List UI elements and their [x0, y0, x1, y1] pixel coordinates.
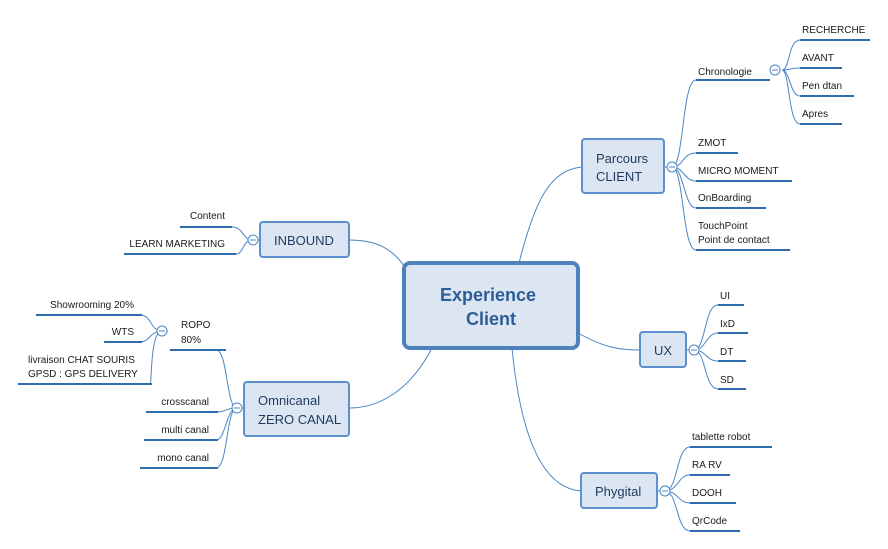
topic-apres[interactable]: Apres: [800, 109, 842, 125]
ux-item-label: DT: [720, 347, 733, 358]
topic-pen-dtan[interactable]: Pen dtan: [800, 81, 854, 97]
ropo-item-label: WTS: [112, 327, 135, 338]
collapse-toggle-icon[interactable]: [156, 325, 168, 337]
touchpoint-line2: Point de contact: [698, 235, 770, 246]
topic-multi-canal[interactable]: multi canal: [144, 425, 218, 441]
topic-crosscanal[interactable]: crosscanal: [146, 397, 218, 413]
topic-recherche[interactable]: RECHERCHE: [800, 25, 870, 41]
connector-central-inbound: [348, 239, 405, 267]
topic-tablette-robot[interactable]: tablette robot: [690, 432, 772, 448]
topic-qrcode[interactable]: QrCode: [690, 516, 740, 532]
livraison-line1: livraison CHAT SOURIS: [28, 355, 135, 366]
chronologie-label: Chronologie: [698, 67, 752, 78]
inbound-item-label: LEARN MARKETING: [129, 239, 225, 250]
topic-avant[interactable]: AVANT: [800, 53, 842, 69]
ropo-line2: 80%: [181, 335, 201, 346]
inbound-node[interactable]: INBOUND: [259, 221, 350, 258]
connector-ropo-children: [139, 314, 168, 385]
chrono-item-label: Pen dtan: [802, 81, 842, 92]
phygital-label: Phygital: [595, 484, 641, 499]
topic-sd[interactable]: SD: [718, 375, 746, 390]
topic-ui[interactable]: UI: [718, 291, 744, 306]
parcours-item-label: MICRO MOMENT: [698, 166, 779, 177]
topic-onboarding[interactable]: OnBoarding: [696, 193, 766, 209]
topic-content[interactable]: Content: [180, 211, 232, 228]
topic-zmot[interactable]: ZMOT: [696, 138, 738, 154]
topic-touchpoint[interactable]: TouchPoint Point de contact: [696, 221, 790, 251]
parcours-line1: Parcours: [596, 151, 649, 166]
collapse-toggle-icon[interactable]: [231, 402, 243, 414]
topic-learn-marketing[interactable]: LEARN MARKETING: [124, 239, 236, 255]
topic-showrooming[interactable]: Showrooming 20%: [36, 300, 142, 316]
phygital-item-label: DOOH: [692, 488, 722, 499]
central-topic[interactable]: Experience Client: [402, 261, 580, 350]
livraison-line2: GPSD : GPS DELIVERY: [28, 369, 138, 380]
connector-central-ux: [577, 332, 641, 351]
omnicanal-node[interactable]: Omnicanal ZERO CANAL: [243, 381, 350, 437]
topic-ra-rv[interactable]: RA RV: [690, 460, 730, 476]
phygital-node[interactable]: Phygital: [580, 472, 658, 509]
collapse-toggle-icon[interactable]: [688, 344, 700, 356]
ux-item-label: IxD: [720, 319, 735, 330]
connector-chronologie-children: [781, 39, 801, 125]
topic-dt[interactable]: DT: [718, 347, 746, 362]
topic-micro-moment[interactable]: MICRO MOMENT: [696, 166, 792, 182]
ux-item-label: UI: [720, 291, 730, 302]
connector-central-parcours: [518, 166, 583, 264]
phygital-item-label: RA RV: [692, 460, 722, 471]
central-line1: Experience: [440, 285, 536, 305]
omni-item-label: mono canal: [157, 453, 209, 464]
topic-mono-canal[interactable]: mono canal: [140, 453, 218, 469]
omni-item-label: multi canal: [161, 425, 209, 436]
ropo-line1: ROPO: [181, 320, 211, 331]
omnicanal-line1: Omnicanal: [258, 393, 320, 408]
parcours-line2: CLIENT: [596, 169, 642, 184]
ropo-item-label: Showrooming 20%: [50, 300, 134, 311]
connector-central-phygital: [511, 347, 582, 492]
omni-item-label: crosscanal: [161, 397, 209, 408]
ux-node[interactable]: UX: [639, 331, 687, 368]
phygital-item-label: tablette robot: [692, 432, 751, 443]
topic-livraison[interactable]: livraison CHAT SOURIS GPSD : GPS DELIVER…: [18, 355, 152, 385]
inbound-item-label: Content: [190, 211, 225, 222]
parcours-item-label: OnBoarding: [698, 193, 751, 204]
touchpoint-line1: TouchPoint: [698, 221, 748, 232]
inbound-label: INBOUND: [274, 233, 334, 248]
phygital-item-label: QrCode: [692, 516, 727, 527]
topic-dooh[interactable]: DOOH: [690, 488, 736, 504]
ux-item-label: SD: [720, 375, 734, 386]
connector-central-omnicanal: [348, 347, 433, 409]
chrono-item-label: AVANT: [802, 53, 834, 64]
omnicanal-line2: ZERO CANAL: [258, 412, 341, 427]
chrono-item-label: RECHERCHE: [802, 25, 866, 36]
ux-label: UX: [654, 343, 672, 358]
parcours-client-node[interactable]: Parcours CLIENT: [581, 138, 665, 194]
collapse-toggle-icon[interactable]: [666, 161, 678, 173]
topic-wts[interactable]: WTS: [104, 327, 142, 343]
parcours-item-label: ZMOT: [698, 138, 726, 149]
collapse-toggle-icon[interactable]: [247, 234, 259, 246]
topic-ropo[interactable]: ROPO 80%: [170, 320, 226, 351]
central-line2: Client: [466, 309, 516, 329]
collapse-toggle-icon[interactable]: [769, 64, 781, 76]
chrono-item-label: Apres: [802, 109, 828, 120]
topic-ixd[interactable]: IxD: [718, 319, 748, 334]
collapse-toggle-icon[interactable]: [659, 485, 671, 497]
topic-chronologie[interactable]: Chronologie: [696, 67, 770, 81]
